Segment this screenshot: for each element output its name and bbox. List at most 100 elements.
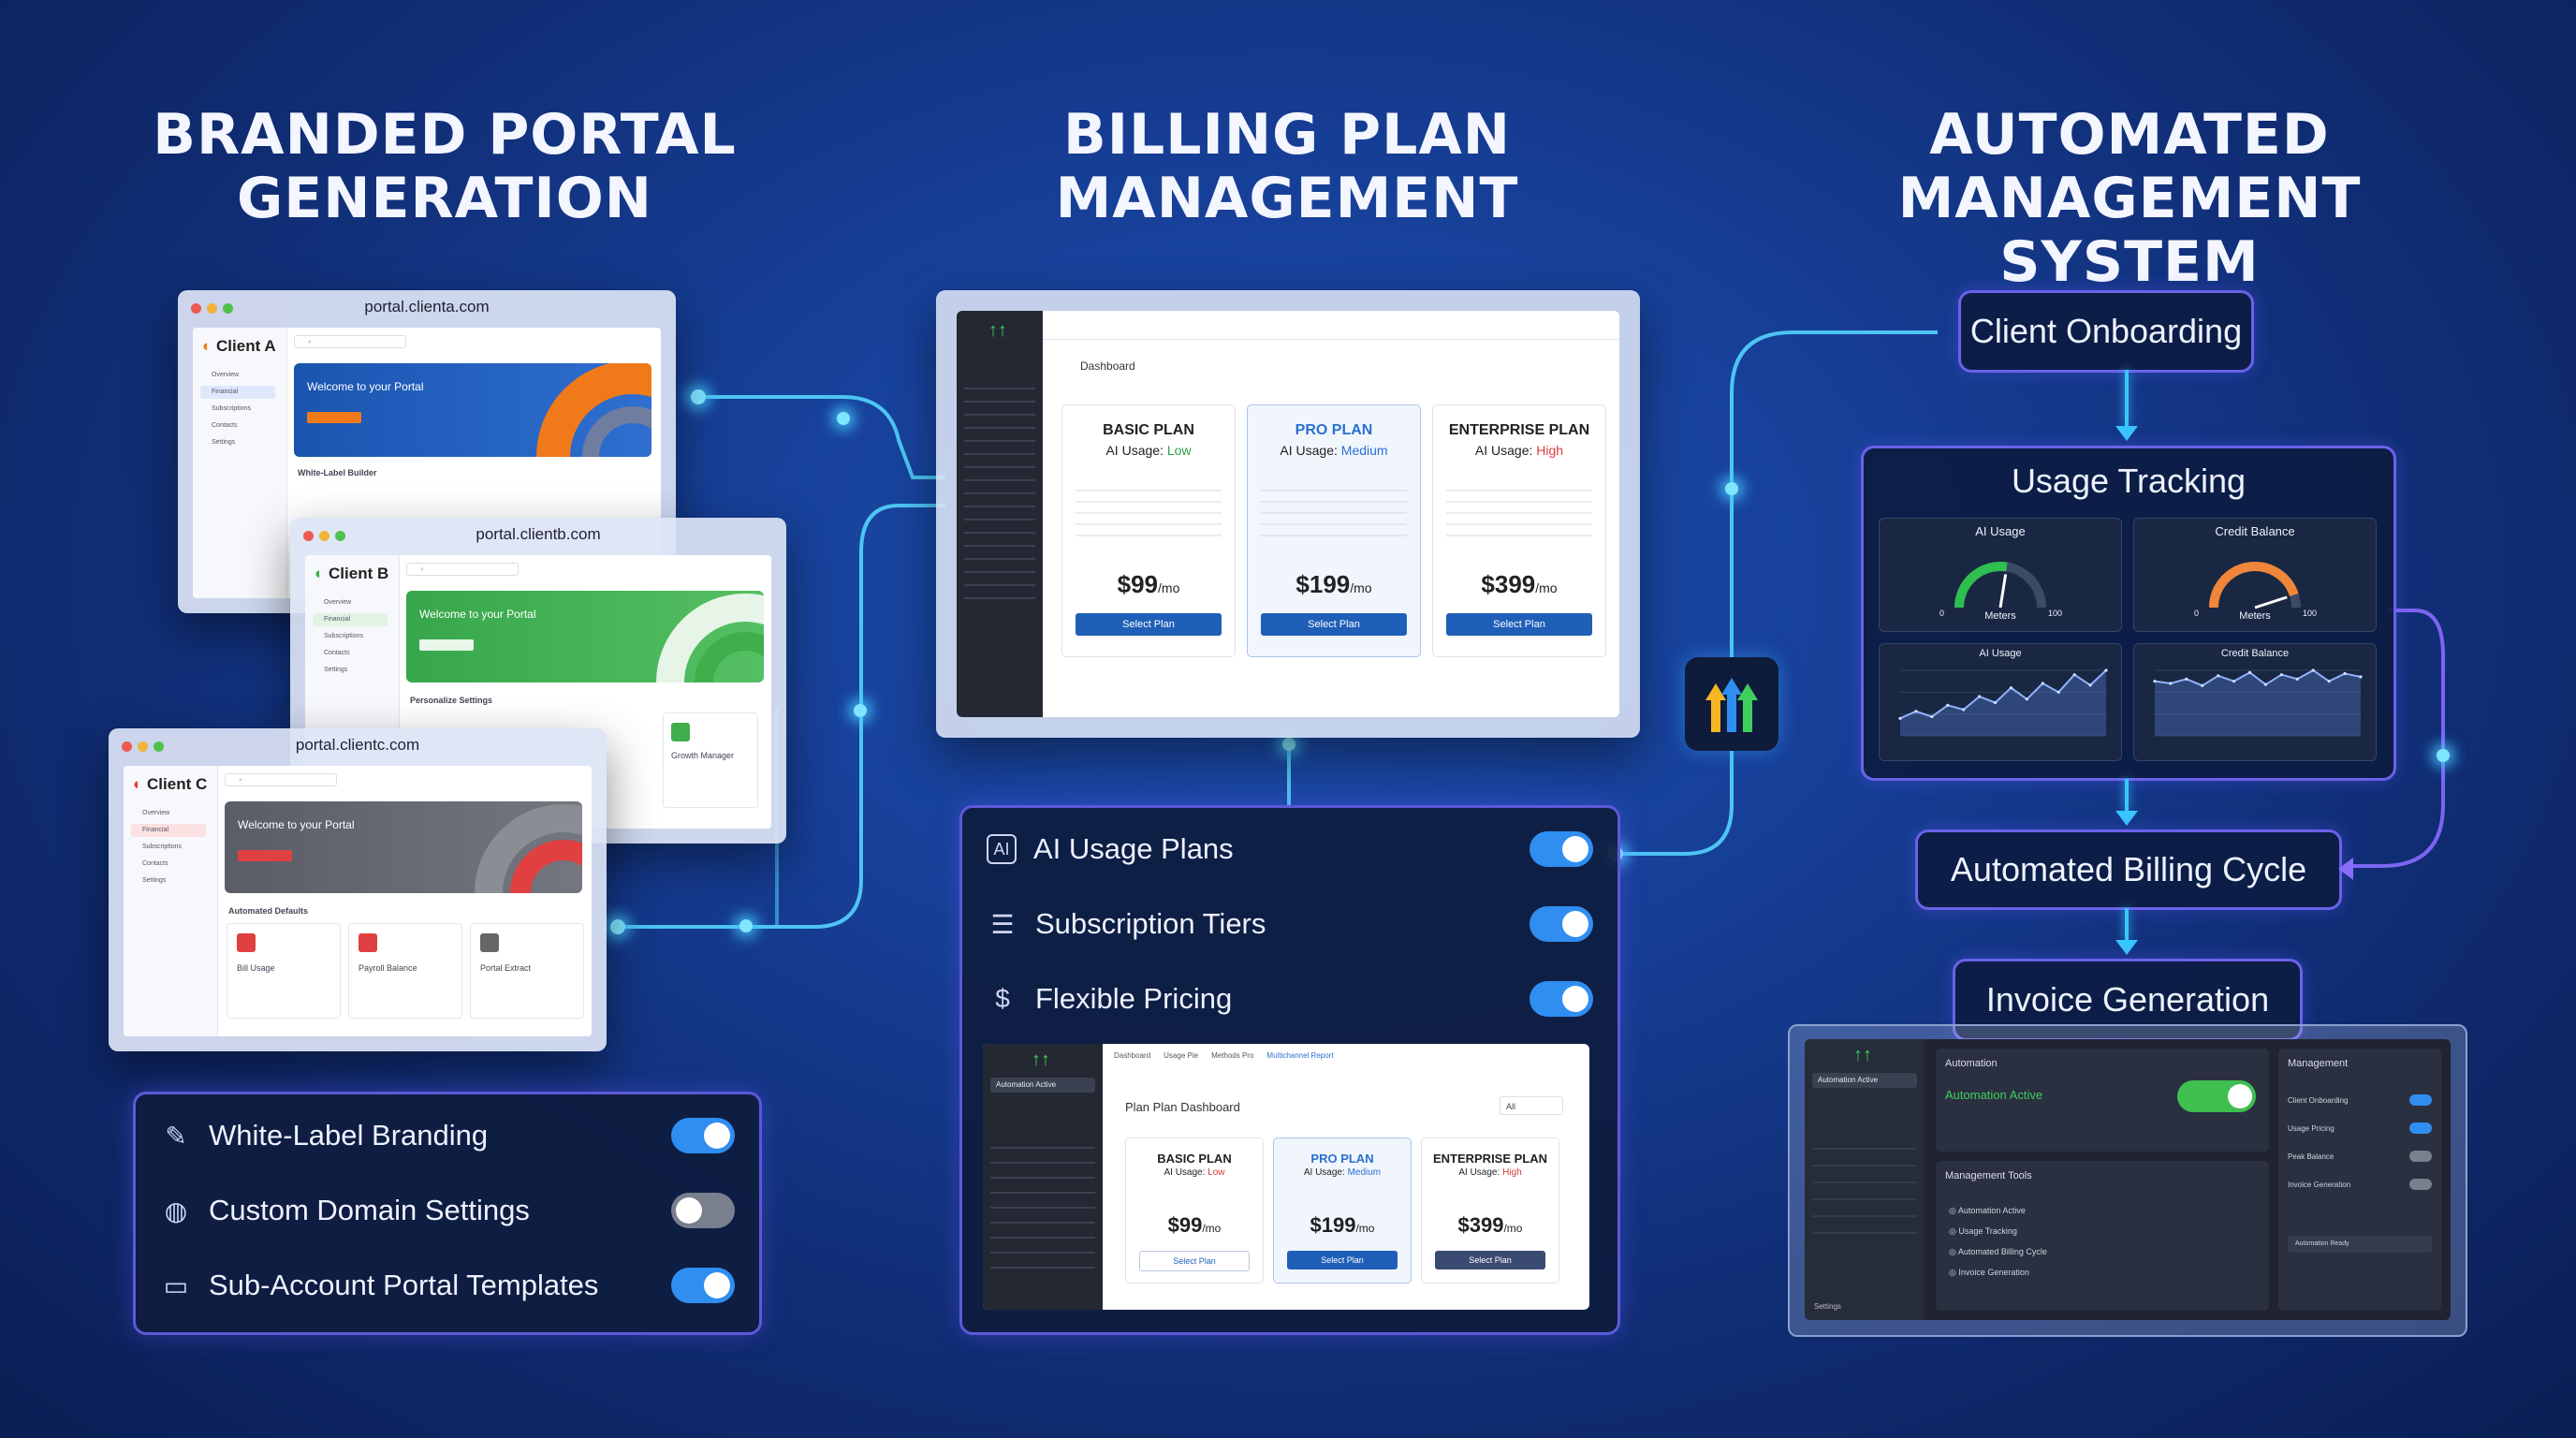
- portal-sidebar: ◐ Client C Overview Financial Subscripti…: [124, 766, 218, 1036]
- nav-item-settings[interactable]: Settings: [142, 877, 167, 884]
- get-started-button[interactable]: [238, 850, 292, 861]
- globe-icon: ◍: [164, 1196, 188, 1225]
- gauge-max: 100: [2303, 609, 2318, 618]
- billing-loop-arrow-head: [2338, 858, 2353, 880]
- chart-point: [1930, 714, 1934, 719]
- tile-label: Bill Usage: [237, 963, 275, 973]
- tile-bill-usage[interactable]: Bill Usage: [227, 923, 341, 1019]
- nav-item-contacts[interactable]: Contacts: [212, 422, 238, 429]
- plan-card-enterprise[interactable]: ENTERPRISE PLAN AI Usage: High $399/mo S…: [1432, 404, 1606, 657]
- tab-dashboard[interactable]: Dashboard: [1114, 1051, 1151, 1060]
- automation-status-select[interactable]: Automation Active: [990, 1078, 1095, 1093]
- minimize-dot[interactable]: [319, 531, 329, 541]
- node-dot: [2437, 749, 2450, 762]
- close-dot[interactable]: [122, 741, 132, 752]
- search-input[interactable]: ⌕: [225, 773, 337, 786]
- dashboard-title: Plan Plan Dashboard: [1125, 1100, 1240, 1114]
- plan-price: $399/mo: [1422, 1213, 1559, 1238]
- tool-item[interactable]: ◎ Automated Billing Cycle: [1949, 1247, 2047, 1256]
- plan-card-basic[interactable]: BASIC PLAN AI Usage: Low $99/mo Select P…: [1125, 1137, 1264, 1284]
- white-label-toggle[interactable]: [671, 1118, 735, 1153]
- nav-item-contacts[interactable]: Contacts: [142, 860, 168, 867]
- price-amount: $99: [1167, 1213, 1203, 1237]
- chart-point: [2041, 682, 2044, 685]
- maximize-dot[interactable]: [335, 531, 345, 541]
- search-input[interactable]: ⌕: [406, 563, 519, 576]
- tools-title: Management Tools: [1945, 1170, 2032, 1181]
- maximize-dot[interactable]: [223, 303, 233, 314]
- tile-growth-manager[interactable]: Growth Manager: [663, 712, 758, 808]
- portal-window-c[interactable]: portal.clientc.com ◐ Client C Overview F…: [109, 728, 607, 1051]
- gauge-fill: [1954, 562, 2008, 609]
- plan-card-pro[interactable]: PRO PLAN AI Usage: Medium $199/mo Select…: [1273, 1137, 1412, 1284]
- nav-item-subscriptions[interactable]: Subscriptions: [212, 405, 252, 412]
- plan-card-enterprise[interactable]: ENTERPRISE PLAN AI Usage: High $399/mo S…: [1421, 1137, 1559, 1284]
- nav-item-financial[interactable]: Financial: [131, 824, 206, 837]
- tab-usage-pie[interactable]: Usage Pie: [1164, 1051, 1199, 1060]
- mgmt-toggle[interactable]: [2409, 1123, 2432, 1134]
- nav-item-settings[interactable]: Settings: [324, 667, 348, 673]
- gauge-max: 100: [2048, 609, 2063, 618]
- nav-item-financial[interactable]: Financial: [200, 386, 275, 399]
- nav-item-subscriptions[interactable]: Subscriptions: [324, 633, 364, 639]
- select-plan-button[interactable]: Select Plan: [1287, 1251, 1398, 1269]
- tool-item[interactable]: ◎ Usage Tracking: [1949, 1226, 2017, 1236]
- mini-sidebar: ↑↑ Automation Active: [983, 1044, 1103, 1310]
- nav-item-contacts[interactable]: Contacts: [324, 650, 350, 656]
- flow-automated-billing-cycle[interactable]: Automated Billing Cycle: [1915, 829, 2342, 910]
- subscription-tiers-toggle[interactable]: [1530, 906, 1593, 942]
- setting-custom-domain: ◍ Custom Domain Settings: [160, 1184, 735, 1237]
- flexible-pricing-toggle[interactable]: [1530, 981, 1593, 1017]
- mgmt-toggle[interactable]: [2409, 1094, 2432, 1106]
- automation-toggle[interactable]: [2177, 1080, 2256, 1112]
- chart-point: [2088, 683, 2092, 687]
- templates-toggle[interactable]: [671, 1268, 735, 1303]
- usage-value: High: [1502, 1167, 1522, 1178]
- nav-item-subscriptions[interactable]: Subscriptions: [142, 844, 183, 850]
- nav-item-overview[interactable]: Overview: [212, 372, 240, 378]
- mgmt-toggle[interactable]: [2409, 1179, 2432, 1190]
- chart-line: [2154, 668, 2362, 687]
- select-plan-button[interactable]: Select Plan: [1261, 613, 1407, 636]
- settings-link[interactable]: Settings: [1814, 1302, 1841, 1311]
- tab-methods-pro[interactable]: Methods Pro: [1211, 1051, 1254, 1060]
- get-started-button[interactable]: [307, 412, 361, 423]
- search-input[interactable]: ⌕: [294, 335, 406, 348]
- flow-client-onboarding[interactable]: Client Onboarding: [1958, 290, 2254, 373]
- tile-portal-extract[interactable]: Portal Extract: [470, 923, 584, 1019]
- custom-domain-toggle[interactable]: [671, 1193, 735, 1228]
- tool-item[interactable]: ◎ Invoice Generation: [1949, 1268, 2029, 1277]
- portal-window-b[interactable]: portal.clientb.com ◐ Client B Overview F…: [290, 518, 786, 844]
- minimize-dot[interactable]: [138, 741, 148, 752]
- tool-item[interactable]: ◎ Automation Active: [1949, 1206, 2026, 1215]
- nav-item-overview[interactable]: Overview: [324, 599, 352, 606]
- get-started-button[interactable]: [419, 639, 474, 651]
- close-dot[interactable]: [191, 303, 201, 314]
- select-plan-button[interactable]: Select Plan: [1446, 613, 1592, 636]
- tab-multichannel-report[interactable]: Multichannel Report: [1266, 1051, 1334, 1060]
- plan-card-basic[interactable]: BASIC PLAN AI Usage: Low $99/mo Select P…: [1061, 404, 1236, 657]
- flow-label: Invoice Generation: [1985, 980, 2270, 1019]
- select-plan-button[interactable]: Select Plan: [1076, 613, 1222, 636]
- flow-arrow: [2125, 779, 2129, 811]
- ai-usage-plans-toggle[interactable]: [1530, 831, 1593, 867]
- automation-ready-select[interactable]: Automation Ready: [2288, 1236, 2432, 1253]
- plan-price: $99/mo: [1062, 570, 1235, 599]
- mgmt-toggle[interactable]: [2409, 1151, 2432, 1162]
- close-dot[interactable]: [303, 531, 314, 541]
- plan-card-pro[interactable]: PRO PLAN AI Usage: Medium $199/mo Select…: [1247, 404, 1421, 657]
- select-plan-button[interactable]: Select Plan: [1435, 1251, 1545, 1269]
- minimize-dot[interactable]: [207, 303, 217, 314]
- nav-item-overview[interactable]: Overview: [142, 810, 170, 816]
- nav-item-settings[interactable]: Settings: [212, 439, 236, 446]
- select-plan-button[interactable]: Select Plan: [1139, 1251, 1250, 1271]
- flow-invoice-generation[interactable]: Invoice Generation: [1953, 959, 2303, 1041]
- node-dot: [1282, 738, 1295, 751]
- maximize-dot[interactable]: [154, 741, 164, 752]
- billing-dashboard-window[interactable]: ↑↑ Dashboard BASIC PLAN AI Usage: Low $9…: [936, 290, 1640, 738]
- filter-select[interactable]: All: [1500, 1096, 1563, 1115]
- plan-name: BASIC PLAN: [1103, 422, 1194, 438]
- nav-item-financial[interactable]: Financial: [313, 613, 388, 626]
- automation-status-select[interactable]: Automation Active: [1812, 1073, 1917, 1088]
- tile-payroll-balance[interactable]: Payroll Balance: [348, 923, 462, 1019]
